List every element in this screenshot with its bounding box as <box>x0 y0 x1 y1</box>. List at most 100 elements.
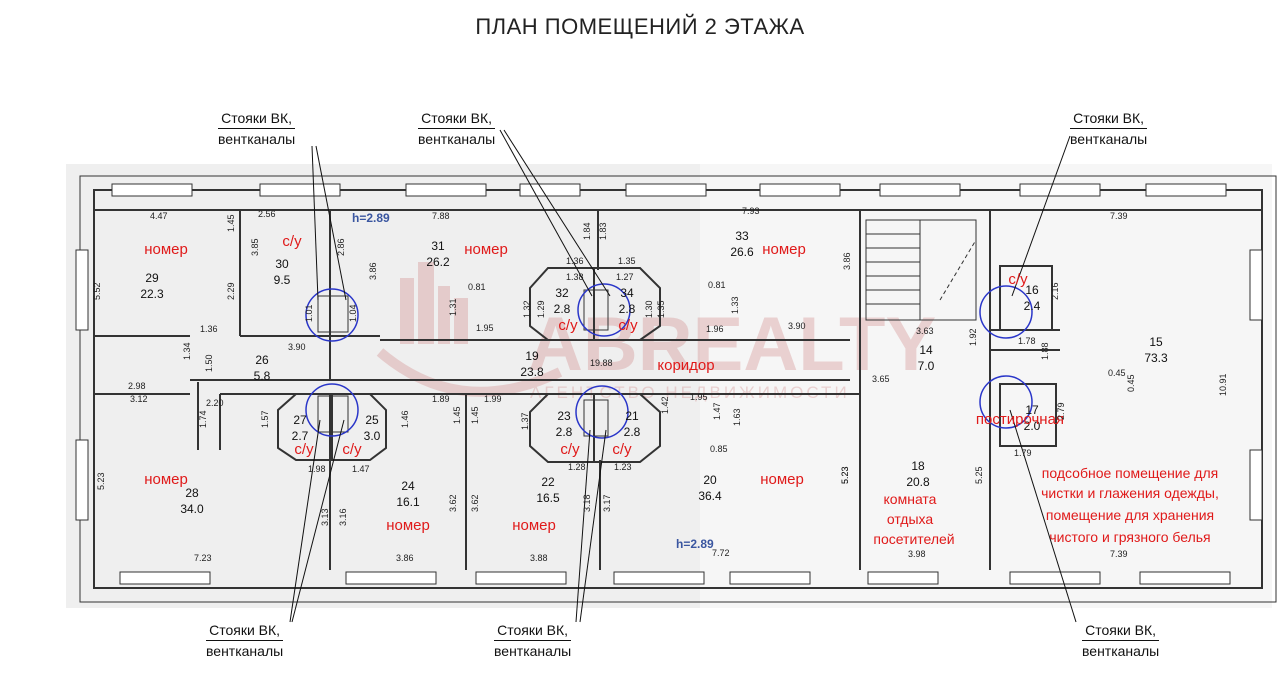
svg-text:23: 23 <box>557 409 571 423</box>
dimension-label: 3.18 <box>582 494 592 512</box>
dimension-label: 1.83 <box>598 222 608 240</box>
dimension-label: 1.35 <box>656 300 666 318</box>
dimension-label: 1.28 <box>568 462 586 472</box>
svg-text:с/у: с/у <box>560 441 580 458</box>
dimension-label: 1.95 <box>476 323 494 333</box>
dimension-label: 1.04 <box>348 304 358 322</box>
watermark-tagline: АГЕНТСТВО НЕДВИЖИМОСТИ <box>530 383 850 402</box>
dimension-label: 1.36 <box>200 324 218 334</box>
dimension-label: 7.88 <box>432 211 450 221</box>
shaft-rectangles <box>317 289 609 437</box>
svg-text:чистки и глажения одежды,: чистки и глажения одежды, <box>1041 485 1219 501</box>
svg-text:посетителей: посетителей <box>873 531 954 547</box>
dimension-label: 5.52 <box>92 282 102 300</box>
dimension-label: 1.35 <box>618 256 636 266</box>
svg-text:номер: номер <box>512 517 556 534</box>
dimension-label: 7.23 <box>194 553 212 563</box>
callout-top-center: Стояки ВК,вентканалы <box>418 110 496 147</box>
svg-text:с/у: с/у <box>612 441 632 458</box>
dimension-label: 0.45 <box>1108 368 1126 378</box>
dimension-label: 3.86 <box>396 553 414 563</box>
dimension-label: 3.90 <box>788 321 806 331</box>
svg-text:32: 32 <box>555 286 569 300</box>
callout-bottom-left: Стояки ВК,вентканалы <box>206 622 284 659</box>
dimension-label: 1.31 <box>448 298 458 316</box>
shaft-circles <box>305 283 1033 439</box>
dimension-label: 3.16 <box>338 508 348 526</box>
callout-top-left: Стояки ВК,вентканалы <box>218 110 296 147</box>
svg-text:с/у: с/у <box>1008 271 1028 288</box>
svg-text:15: 15 <box>1149 335 1163 349</box>
dimension-label: 1.92 <box>968 328 978 346</box>
dimension-label: 1.84 <box>582 222 592 240</box>
svg-text:с/у: с/у <box>558 317 578 334</box>
svg-text:чистого и грязного белья: чистого и грязного белья <box>1049 529 1210 545</box>
dimension-label: 1.01 <box>304 304 314 322</box>
dimension-label: 1.32 <box>522 300 532 318</box>
room18-description: комната отдыха посетителей <box>873 491 954 547</box>
dimension-label: 1.98 <box>308 464 326 474</box>
dimension-label: 19.88 <box>590 358 613 368</box>
dimension-label: 7.39 <box>1110 211 1128 221</box>
svg-text:2.8: 2.8 <box>619 302 636 316</box>
dimension-label: 3.98 <box>908 549 926 559</box>
svg-text:30: 30 <box>275 257 289 271</box>
svg-text:23.8: 23.8 <box>520 365 544 379</box>
dimension-label: 1.63 <box>732 408 742 426</box>
svg-text:номер: номер <box>464 241 508 258</box>
svg-text:27: 27 <box>293 413 307 427</box>
dimension-label: 3.12 <box>130 394 148 404</box>
dimension-label: 3.88 <box>530 553 548 563</box>
callout-top-right: Стояки ВК,вентканалы <box>1070 110 1148 147</box>
windows <box>75 183 1263 585</box>
dimension-label: 1.37 <box>520 412 530 430</box>
svg-text:26.2: 26.2 <box>426 255 450 269</box>
dimension-label: 1.23 <box>614 462 632 472</box>
callout-leaders <box>289 129 1077 623</box>
dimension-label: 1.33 <box>730 296 740 314</box>
svg-text:16.1: 16.1 <box>396 495 420 509</box>
dimension-label: 1.46 <box>400 410 410 428</box>
svg-text:2.7: 2.7 <box>292 429 309 443</box>
page-title: ПЛАН ПОМЕЩЕНИЙ 2 ЭТАЖА <box>475 14 805 39</box>
dimension-label: 7.72 <box>712 548 730 558</box>
svg-text:19: 19 <box>525 349 539 363</box>
callout-bottom-right: Стояки ВК,вентканалы <box>1082 622 1160 659</box>
svg-text:помещение для хранения: помещение для хранения <box>1046 507 1214 523</box>
svg-text:16: 16 <box>1025 283 1039 297</box>
dimension-label: 0.45 <box>1126 374 1136 392</box>
svg-text:24: 24 <box>401 479 415 493</box>
watermark: ABREALTY АГЕНТСТВО НЕДВИЖИМОСТИ <box>376 262 936 402</box>
svg-text:номер: номер <box>144 241 188 258</box>
svg-text:9.5: 9.5 <box>274 273 291 287</box>
svg-text:подсобное помещение для: подсобное помещение для <box>1042 465 1218 481</box>
svg-text:34: 34 <box>620 286 634 300</box>
dimension-label: 5.23 <box>96 472 106 490</box>
dimension-label: 3.63 <box>916 326 934 336</box>
dimension-label: 2.86 <box>336 238 346 256</box>
dimension-label: 2.20 <box>206 398 224 408</box>
dimension-label: 1.99 <box>484 394 502 404</box>
svg-text:29: 29 <box>145 271 159 285</box>
staircase <box>865 219 977 321</box>
svg-text:номер: номер <box>762 241 806 258</box>
dimension-label: 1.45 <box>470 406 480 424</box>
svg-text:28: 28 <box>185 486 199 500</box>
dimension-label: 3.17 <box>602 494 612 512</box>
svg-text:с/у: с/у <box>618 317 638 334</box>
svg-text:2.8: 2.8 <box>556 425 573 439</box>
svg-text:22.3: 22.3 <box>140 287 164 301</box>
dimension-label: 1.89 <box>432 394 450 404</box>
watermark-brand: ABREALTY <box>528 302 936 387</box>
svg-text:25: 25 <box>365 413 379 427</box>
svg-text:2.4: 2.4 <box>1024 299 1041 313</box>
svg-text:73.3: 73.3 <box>1144 351 1168 365</box>
dimension-label: 1.38 <box>566 272 584 282</box>
svg-text:2.0: 2.0 <box>1024 419 1041 433</box>
height-bottom: h=2.89 <box>676 537 714 551</box>
dimension-label: 2.56 <box>258 209 276 219</box>
svg-text:с/у: с/у <box>282 233 302 250</box>
dimension-label: 1.50 <box>204 354 214 372</box>
